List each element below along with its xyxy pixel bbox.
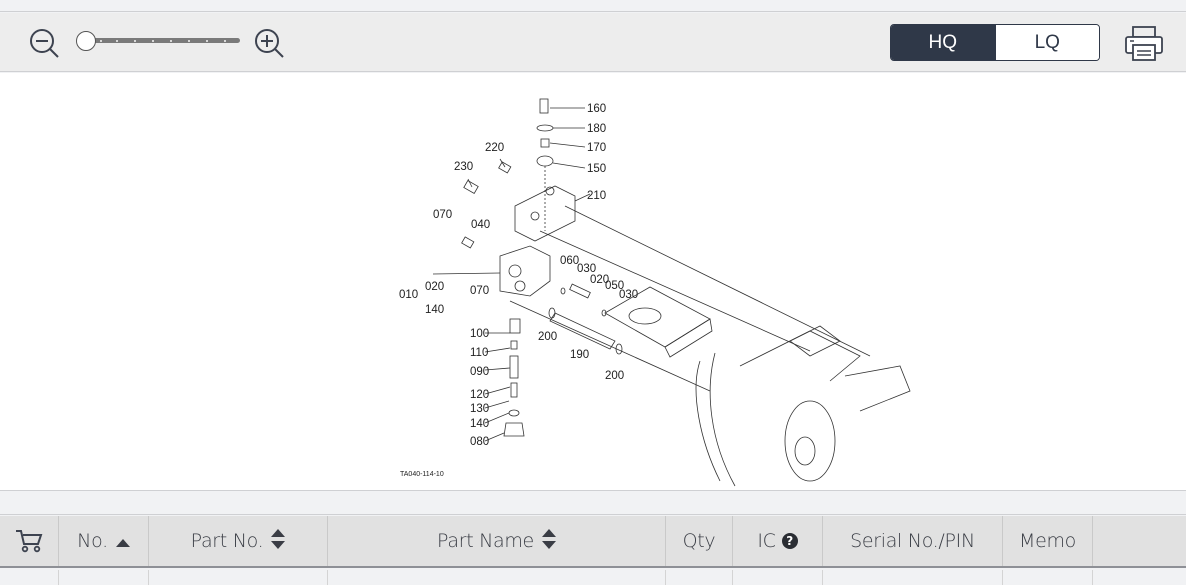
exploded-parts-diagram[interactable]: 160 180 170 150 220 230 210 070 040 060 … bbox=[390, 91, 930, 491]
zoom-slider-thumb[interactable] bbox=[76, 31, 96, 51]
table-cell bbox=[823, 570, 1003, 585]
column-memo: Memo bbox=[1003, 516, 1093, 566]
callout-020[interactable]: 020 bbox=[590, 274, 609, 286]
table-row bbox=[0, 570, 1186, 585]
viewer-toolbar: HQ LQ bbox=[0, 13, 1186, 72]
drawing-id: TA040-114-10 bbox=[400, 471, 444, 478]
callout-200[interactable]: 200 bbox=[605, 370, 624, 382]
slider-tick bbox=[170, 40, 172, 42]
callout-210[interactable]: 210 bbox=[587, 190, 606, 202]
sort-icon bbox=[541, 528, 556, 554]
table-cell bbox=[666, 570, 733, 585]
quality-toggle: HQ LQ bbox=[890, 24, 1100, 61]
callout-160[interactable]: 160 bbox=[587, 103, 606, 115]
column-qty-label: Qty bbox=[682, 530, 716, 552]
table-cell bbox=[1003, 570, 1093, 585]
callout-050[interactable]: 050 bbox=[605, 280, 624, 292]
table-cell bbox=[149, 570, 328, 585]
column-extra bbox=[1093, 516, 1186, 566]
column-qty: Qty bbox=[666, 516, 733, 566]
zoom-slider[interactable] bbox=[76, 31, 242, 51]
callout-120[interactable]: 120 bbox=[470, 389, 489, 401]
zoom-out-button[interactable] bbox=[27, 26, 61, 60]
zoom-out-icon bbox=[30, 29, 59, 58]
column-ic-label: IC bbox=[757, 530, 776, 552]
callout-030[interactable]: 030 bbox=[577, 263, 596, 275]
callout-230[interactable]: 230 bbox=[454, 161, 473, 173]
bracket-shape bbox=[514, 185, 576, 242]
printer-icon bbox=[1125, 26, 1163, 61]
callout-190[interactable]: 190 bbox=[570, 349, 589, 361]
column-part-name-label: Part Name bbox=[437, 530, 534, 552]
frame-line bbox=[539, 230, 811, 352]
callout-070[interactable]: 070 bbox=[470, 285, 489, 297]
callout-020[interactable]: 020 bbox=[425, 281, 444, 293]
parts-table-header: No. Part No. Part Name Qty IC ? Serial N… bbox=[0, 516, 1186, 568]
frame-line bbox=[509, 300, 711, 392]
column-serial-pin-label: Serial No./PIN bbox=[850, 530, 975, 552]
column-memo-label: Memo bbox=[1018, 530, 1076, 552]
callout-140[interactable]: 140 bbox=[470, 418, 489, 430]
callout-030[interactable]: 030 bbox=[619, 289, 638, 301]
callout-140[interactable]: 140 bbox=[425, 304, 444, 316]
sort-ascending-icon bbox=[115, 530, 130, 552]
column-part-no-label: Part No. bbox=[190, 530, 264, 552]
column-serial-pin: Serial No./PIN bbox=[823, 516, 1003, 566]
valve-body bbox=[499, 245, 551, 297]
callout-170[interactable]: 170 bbox=[587, 142, 606, 154]
slider-tick bbox=[152, 40, 154, 42]
callout-200[interactable]: 200 bbox=[538, 331, 557, 343]
callout-110[interactable]: 110 bbox=[470, 347, 488, 359]
callout-080[interactable]: 080 bbox=[470, 436, 489, 448]
callout-060[interactable]: 060 bbox=[560, 255, 579, 267]
zoom-in-button[interactable] bbox=[252, 26, 286, 60]
column-part-no[interactable]: Part No. bbox=[149, 516, 328, 566]
zoom-in-icon bbox=[255, 29, 284, 58]
help-icon[interactable]: ? bbox=[781, 533, 798, 549]
column-cart bbox=[0, 516, 59, 566]
slider-tick bbox=[188, 40, 190, 42]
section-divider bbox=[0, 492, 1186, 515]
column-ic: IC ? bbox=[733, 516, 823, 566]
slider-tick bbox=[116, 40, 118, 42]
plate-hole bbox=[628, 307, 662, 325]
table-cell bbox=[0, 570, 59, 585]
top-strip bbox=[0, 0, 1186, 12]
callout-070[interactable]: 070 bbox=[433, 209, 452, 221]
column-no-label: No. bbox=[77, 530, 108, 552]
hq-button[interactable]: HQ bbox=[891, 25, 995, 60]
lq-button[interactable]: LQ bbox=[994, 25, 1099, 60]
slider-tick bbox=[224, 40, 226, 42]
print-button[interactable] bbox=[1123, 24, 1165, 64]
callout-100[interactable]: 100 bbox=[470, 328, 489, 340]
slider-tick bbox=[206, 40, 208, 42]
parts-diagram-viewer[interactable]: 160 180 170 150 220 230 210 070 040 060 … bbox=[0, 73, 1186, 491]
frame-line bbox=[564, 205, 871, 357]
column-part-name[interactable]: Part Name bbox=[328, 516, 666, 566]
table-cell bbox=[733, 570, 823, 585]
callout-150[interactable]: 150 bbox=[587, 163, 606, 175]
table-cell bbox=[59, 570, 149, 585]
callout-040[interactable]: 040 bbox=[471, 219, 490, 231]
callout-180[interactable]: 180 bbox=[587, 123, 606, 135]
callout-090[interactable]: 090 bbox=[470, 366, 489, 378]
zoom-slider-track[interactable] bbox=[84, 38, 240, 43]
table-cell bbox=[328, 570, 666, 585]
callout-010[interactable]: 010 bbox=[399, 289, 418, 301]
sort-icon bbox=[271, 528, 286, 554]
column-no[interactable]: No. bbox=[59, 516, 149, 566]
callout-220[interactable]: 220 bbox=[485, 142, 504, 154]
callout-130[interactable]: 130 bbox=[470, 403, 489, 415]
body-line bbox=[695, 360, 721, 482]
slider-tick bbox=[134, 40, 136, 42]
slider-tick bbox=[100, 40, 102, 42]
cart-icon bbox=[16, 530, 43, 553]
